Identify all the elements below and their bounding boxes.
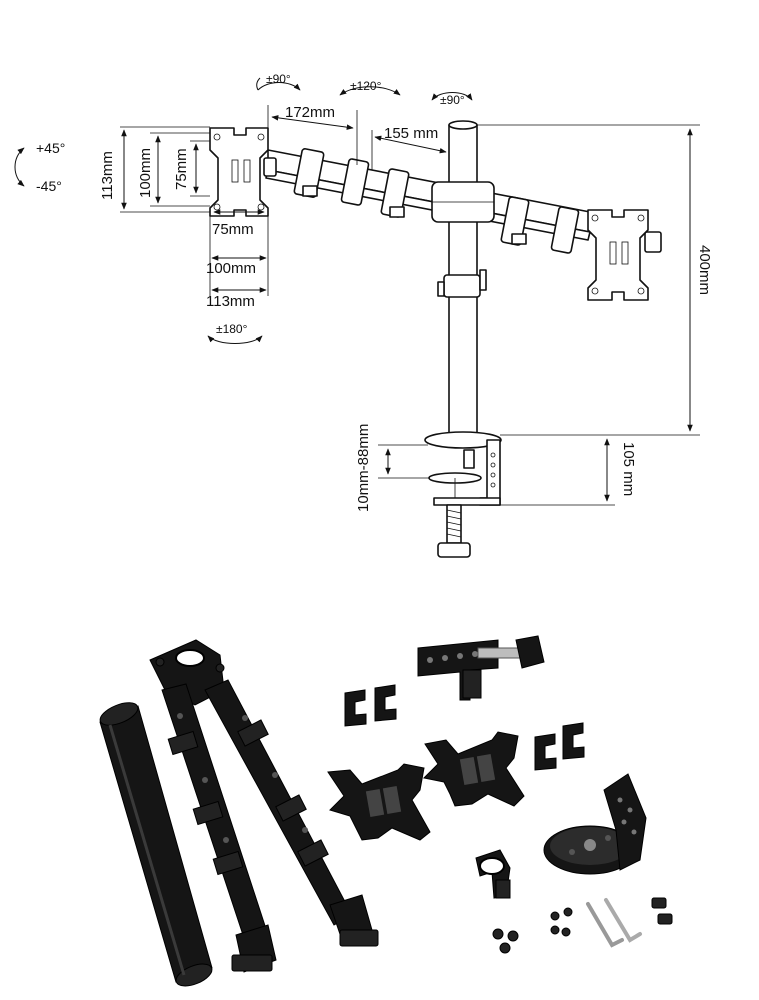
arm-assembly <box>265 148 591 254</box>
vesa-h-inner-label: 75mm <box>173 148 190 190</box>
arm-joint <box>500 196 530 246</box>
vesa-h-outer-label: 113mm <box>99 151 116 200</box>
clamp-frame <box>479 439 501 506</box>
vesa-w-outer-label: 113mm <box>206 293 255 310</box>
rotation-indicators <box>14 77 473 344</box>
technical-drawing: +45° -45° ±90° ±120° ±90° ±180° 113mm 10… <box>14 72 713 558</box>
pole-height-label: 400mm <box>696 245 713 295</box>
drawing-labels: +45° -45° ±90° ±120° ±90° ±180° 113mm 10… <box>36 72 713 512</box>
cable-clip <box>511 233 527 245</box>
cable-clip <box>302 185 318 197</box>
vesa-plate-right <box>587 209 662 301</box>
vesa-h-mid-label: 100mm <box>137 148 154 198</box>
swivel-right-label: ±90° <box>440 93 465 107</box>
pole-collar <box>443 274 481 298</box>
vesa-plate <box>587 209 649 301</box>
vesa-plate-part-left <box>327 763 431 841</box>
collar-tab <box>479 269 487 291</box>
clamp-height-label: 105 mm <box>620 442 637 496</box>
tilt-joint <box>263 157 277 177</box>
grommet-base-part <box>543 773 647 875</box>
vesa-plate <box>209 127 269 217</box>
swivel-arrow-icon <box>431 92 473 101</box>
swivel-arrow-icon <box>257 82 301 91</box>
vesa-w-inner-label: 75mm <box>212 221 254 238</box>
tilt-joint <box>644 231 662 253</box>
swivel-left-label: ±90° <box>266 72 291 86</box>
clamp-bolt-block <box>463 449 475 469</box>
rotate-label: ±180° <box>216 322 248 336</box>
tilt-up-label: +45° <box>36 140 65 156</box>
dimension-lines <box>120 105 700 506</box>
collar-tab <box>437 281 445 297</box>
pole-part <box>99 702 213 987</box>
clamp-base-plate <box>424 431 502 449</box>
cable-clips-set-2 <box>534 722 585 771</box>
vesa-plate-part-right <box>422 731 525 807</box>
arm-joint <box>340 158 370 206</box>
clamp-knob <box>437 542 471 558</box>
swivel-mid-label: ±120° <box>350 79 382 93</box>
vesa-w-mid-label: 100mm <box>206 260 256 277</box>
cable-clip <box>389 206 405 218</box>
rotate-arrow-icon <box>207 335 263 344</box>
hardware-part <box>492 897 673 954</box>
arm-segment-2-label: 155 mm <box>384 125 438 142</box>
desk-clamp <box>424 431 502 558</box>
clamp-lower-jaw <box>433 497 501 506</box>
pole-cap <box>448 120 478 130</box>
clamp-range-label: 10mm-88mm <box>355 424 372 512</box>
arm-joint <box>550 206 580 254</box>
cable-clips-set-1 <box>344 684 397 727</box>
swivel-arrow-icon <box>339 86 401 96</box>
parts-kit <box>99 635 673 987</box>
tilt-down-label: -45° <box>36 178 62 194</box>
clamp-part <box>417 635 545 701</box>
collar-part <box>475 849 511 899</box>
arm-segment-1-label: 172mm <box>285 104 335 121</box>
tilt-arrow-icon <box>14 147 25 187</box>
arm-part <box>149 639 379 973</box>
vesa-plate-left <box>209 127 277 217</box>
pole <box>431 120 495 441</box>
